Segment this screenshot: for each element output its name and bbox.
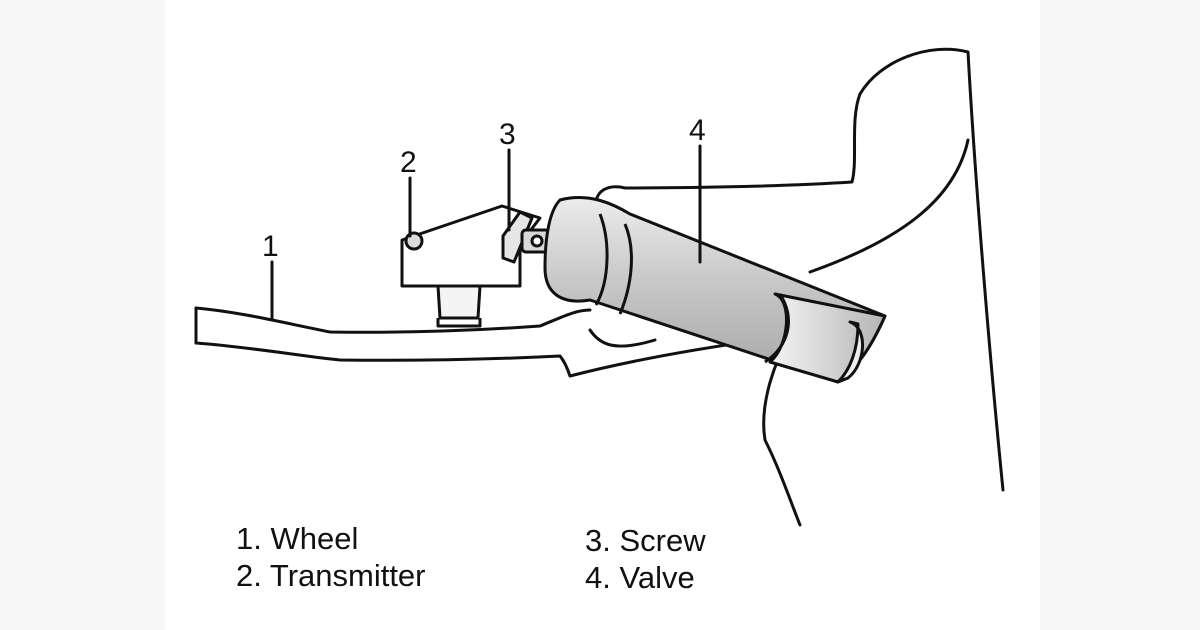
callout-1: 1 <box>262 230 279 263</box>
wheel-rim-lower <box>194 341 572 378</box>
screw-part <box>501 210 552 264</box>
transmitter-dot-icon <box>404 231 424 251</box>
legend-item-valve: 4. Valve <box>585 560 695 595</box>
callout-3: 3 <box>499 118 516 151</box>
callout-4: 4 <box>689 114 706 147</box>
valve-stem <box>543 196 887 384</box>
legend-right: 3. Screw 4. Valve <box>585 522 706 596</box>
legend-left: 1. Wheel 2. Transmitter <box>236 520 426 594</box>
legend-item-wheel: 1. Wheel <box>236 521 359 556</box>
diagram-panel <box>165 0 1040 630</box>
wheel-rim-upper <box>194 306 592 334</box>
wheel-inner-flange <box>568 334 802 527</box>
callout-2: 2 <box>400 146 417 179</box>
legend-item-screw: 3. Screw <box>585 523 706 558</box>
wheel-valve-hole <box>588 328 657 348</box>
legend-item-transmitter: 2. Transmitter <box>236 558 426 593</box>
tire-inner-edge <box>808 138 970 274</box>
tire-sidewall <box>858 47 1005 492</box>
